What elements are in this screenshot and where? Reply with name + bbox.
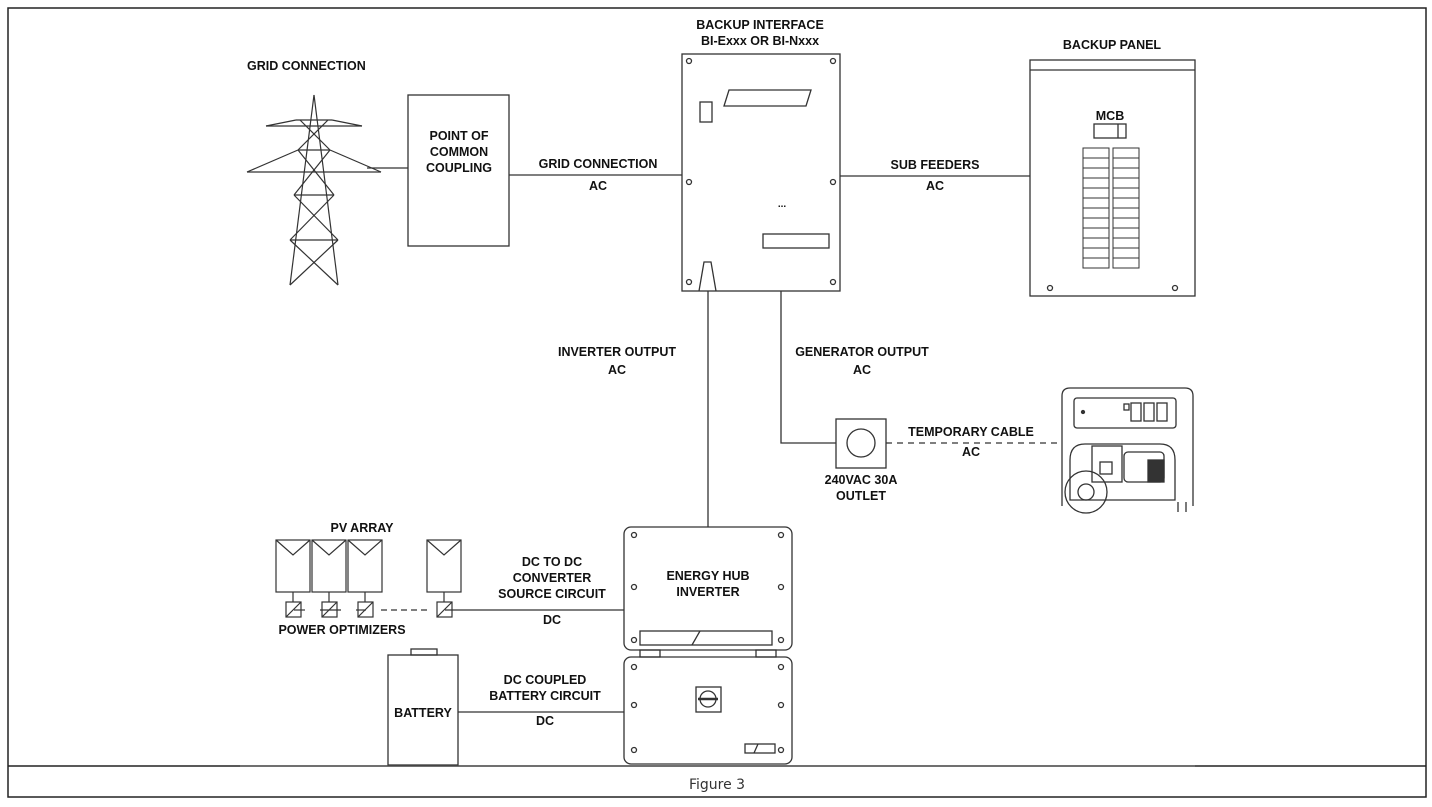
pv-array (275, 539, 462, 618)
inverter-output-label-1: INVERTER OUTPUT (558, 345, 676, 359)
breaker-rows (1082, 147, 1140, 269)
pv-array-label: PV ARRAY (331, 521, 395, 535)
breaker-slot (1112, 157, 1140, 169)
sub-feeders-label-2: AC (926, 179, 944, 193)
backup-interface-label-2: BI-Exxx OR BI-Nxxx (701, 34, 819, 48)
generator-output-label-2: AC (853, 363, 871, 377)
inverter-switch-box (623, 656, 793, 765)
backup-panel-label: BACKUP PANEL (1063, 38, 1162, 52)
breaker-slot (1112, 167, 1140, 179)
breaker-slot (1112, 147, 1140, 159)
pcc-label-1: POINT OF (429, 129, 488, 143)
dc-converter-label-3: SOURCE CIRCUIT (498, 587, 606, 601)
breaker-slot (1082, 217, 1110, 229)
energy-hub-label-2: INVERTER (676, 585, 739, 599)
generator-output-label-1: GENERATOR OUTPUT (795, 345, 929, 359)
temporary-cable-label-2: AC (962, 445, 980, 459)
pcc-label-3: COUPLING (426, 161, 492, 175)
transmission-tower-icon (246, 94, 382, 286)
dc-converter-label-1: DC TO DC (522, 555, 582, 569)
pcc-label-2: COMMON (430, 145, 488, 159)
breaker-slot (1112, 237, 1140, 249)
grid-ac-label-1: GRID CONNECTION (539, 157, 658, 171)
pv-panel-mark (275, 539, 311, 556)
breaker-slot (1082, 207, 1110, 219)
pv-panel-icon (311, 539, 347, 593)
generator-icon (1061, 387, 1194, 514)
backup-interface-label-1: BACKUP INTERFACE (696, 18, 824, 32)
backup-interface-box (681, 53, 841, 292)
power-optimizers-label: POWER OPTIMIZERS (278, 623, 405, 637)
temporary-cable-label-1: TEMPORARY CABLE (908, 425, 1034, 439)
battery-circuit-label-2: BATTERY CIRCUIT (489, 689, 601, 703)
grid-connection-title: GRID CONNECTION (247, 59, 366, 73)
breaker-slot (1112, 247, 1140, 259)
grid-ac-label-2: AC (589, 179, 607, 193)
energy-hub-inverter-box (623, 526, 793, 658)
breaker-slot (1082, 237, 1110, 249)
breaker-slot (1082, 177, 1110, 189)
optimizer-diagonal (436, 601, 453, 618)
pv-panel-mark (311, 539, 347, 556)
breaker-slot (1112, 217, 1140, 229)
pv-panel-icon (347, 539, 383, 593)
generator-output-ac-line (780, 291, 836, 444)
energy-hub-label-1: ENERGY HUB (666, 569, 749, 583)
battery-label: BATTERY (394, 706, 452, 720)
pv-panel-icon (275, 539, 311, 593)
outlet-icon (835, 418, 887, 469)
breaker-slot (1082, 167, 1110, 179)
breaker-slot (1082, 147, 1110, 159)
sub-feeders-label-1: SUB FEEDERS (891, 158, 980, 172)
dc-converter-label-4: DC (543, 613, 561, 627)
breaker-slot (1112, 207, 1140, 219)
breaker-slot (1082, 157, 1110, 169)
figure-caption: Figure 3 (688, 777, 746, 793)
battery-icon (387, 648, 459, 766)
inverter-output-label-2: AC (608, 363, 626, 377)
breaker-slot (1112, 227, 1140, 239)
mcb-label: MCB (1096, 109, 1124, 123)
battery-circuit-label-1: DC COUPLED (504, 673, 587, 687)
breaker-slot (1112, 187, 1140, 199)
breaker-slot (1082, 257, 1110, 269)
pv-panel-icon (426, 539, 462, 593)
pv-panel-mark (347, 539, 383, 556)
breaker-slot (1082, 247, 1110, 259)
breaker-slot (1082, 197, 1110, 209)
breaker-slot (1112, 177, 1140, 189)
figure-frame (7, 7, 1427, 798)
backup-interface-dots: ... (778, 199, 787, 210)
battery-circuit-label-3: DC (536, 714, 554, 728)
point-of-common-coupling-box (407, 94, 510, 247)
outlet-label-1: 240VAC 30A (825, 473, 898, 487)
optimizer-diagonal (285, 601, 302, 618)
pv-panel-mark (426, 539, 462, 556)
breaker-slot (1082, 227, 1110, 239)
labels: GRID CONNECTION POINT OF COMMON COUPLING… (247, 18, 1161, 728)
breaker-slot (1112, 197, 1140, 209)
outlet-label-2: OUTLET (836, 489, 886, 503)
breaker-slot (1112, 257, 1140, 269)
breaker-slot (1082, 187, 1110, 199)
dc-converter-label-2: CONVERTER (513, 571, 591, 585)
backup-panel-box (1029, 59, 1196, 297)
